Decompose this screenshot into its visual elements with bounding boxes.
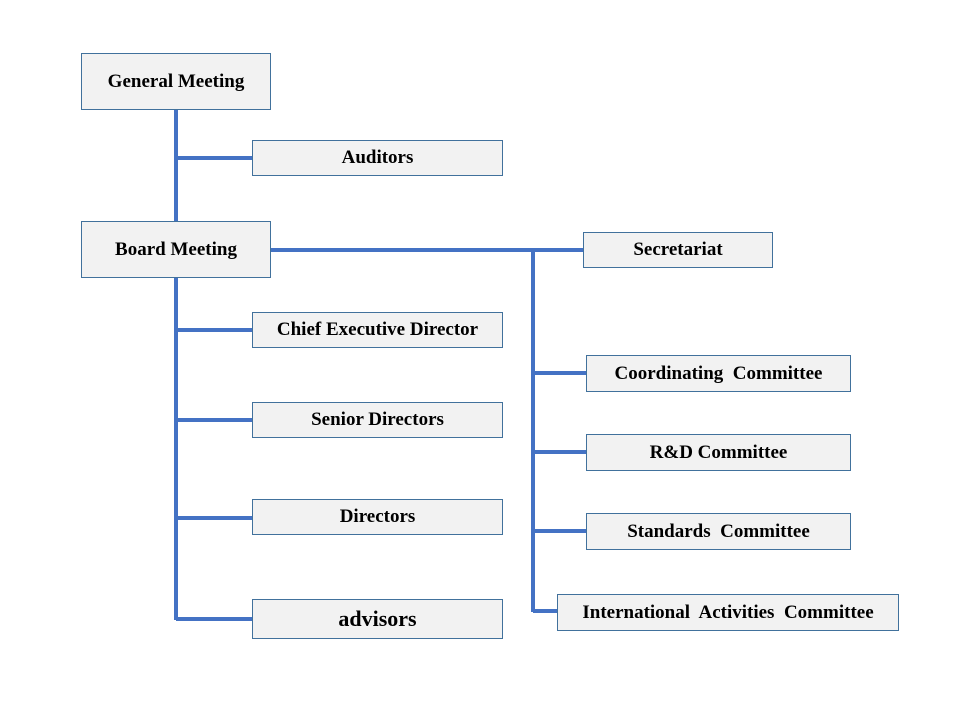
international-activities-committee-label: International Activities Committee [582, 601, 874, 623]
board-meeting-label: Board Meeting [115, 238, 237, 260]
chief-executive-director-box: Chief Executive Director [252, 312, 503, 348]
directors-box: Directors [252, 499, 503, 535]
rd-committee-label: R&D Committee [649, 441, 788, 463]
coordinating-committee-box: Coordinating Committee [586, 355, 851, 392]
coordinating-committee-label: Coordinating Committee [614, 362, 823, 384]
chief-executive-director-label: Chief Executive Director [276, 319, 479, 340]
international-activities-committee-box: International Activities Committee [557, 594, 899, 631]
rd-committee-box: R&D Committee [586, 434, 851, 471]
senior-directors-box: Senior Directors [252, 402, 503, 438]
secretariat-box: Secretariat [583, 232, 773, 268]
general-meeting-box: General Meeting [81, 53, 271, 110]
advisors-box: advisors [252, 599, 503, 639]
standards-committee-label: Standards Committee [627, 520, 810, 542]
secretariat-label: Secretariat [633, 239, 723, 260]
connector-lines [174, 110, 587, 621]
auditors-label: Auditors [341, 147, 414, 168]
board-meeting-box: Board Meeting [81, 221, 271, 278]
directors-label: Directors [339, 506, 416, 527]
advisors-label: advisors [338, 606, 417, 631]
auditors-box: Auditors [252, 140, 503, 176]
standards-committee-box: Standards Committee [586, 513, 851, 550]
senior-directors-label: Senior Directors [311, 409, 444, 430]
general-meeting-label: General Meeting [107, 70, 245, 92]
